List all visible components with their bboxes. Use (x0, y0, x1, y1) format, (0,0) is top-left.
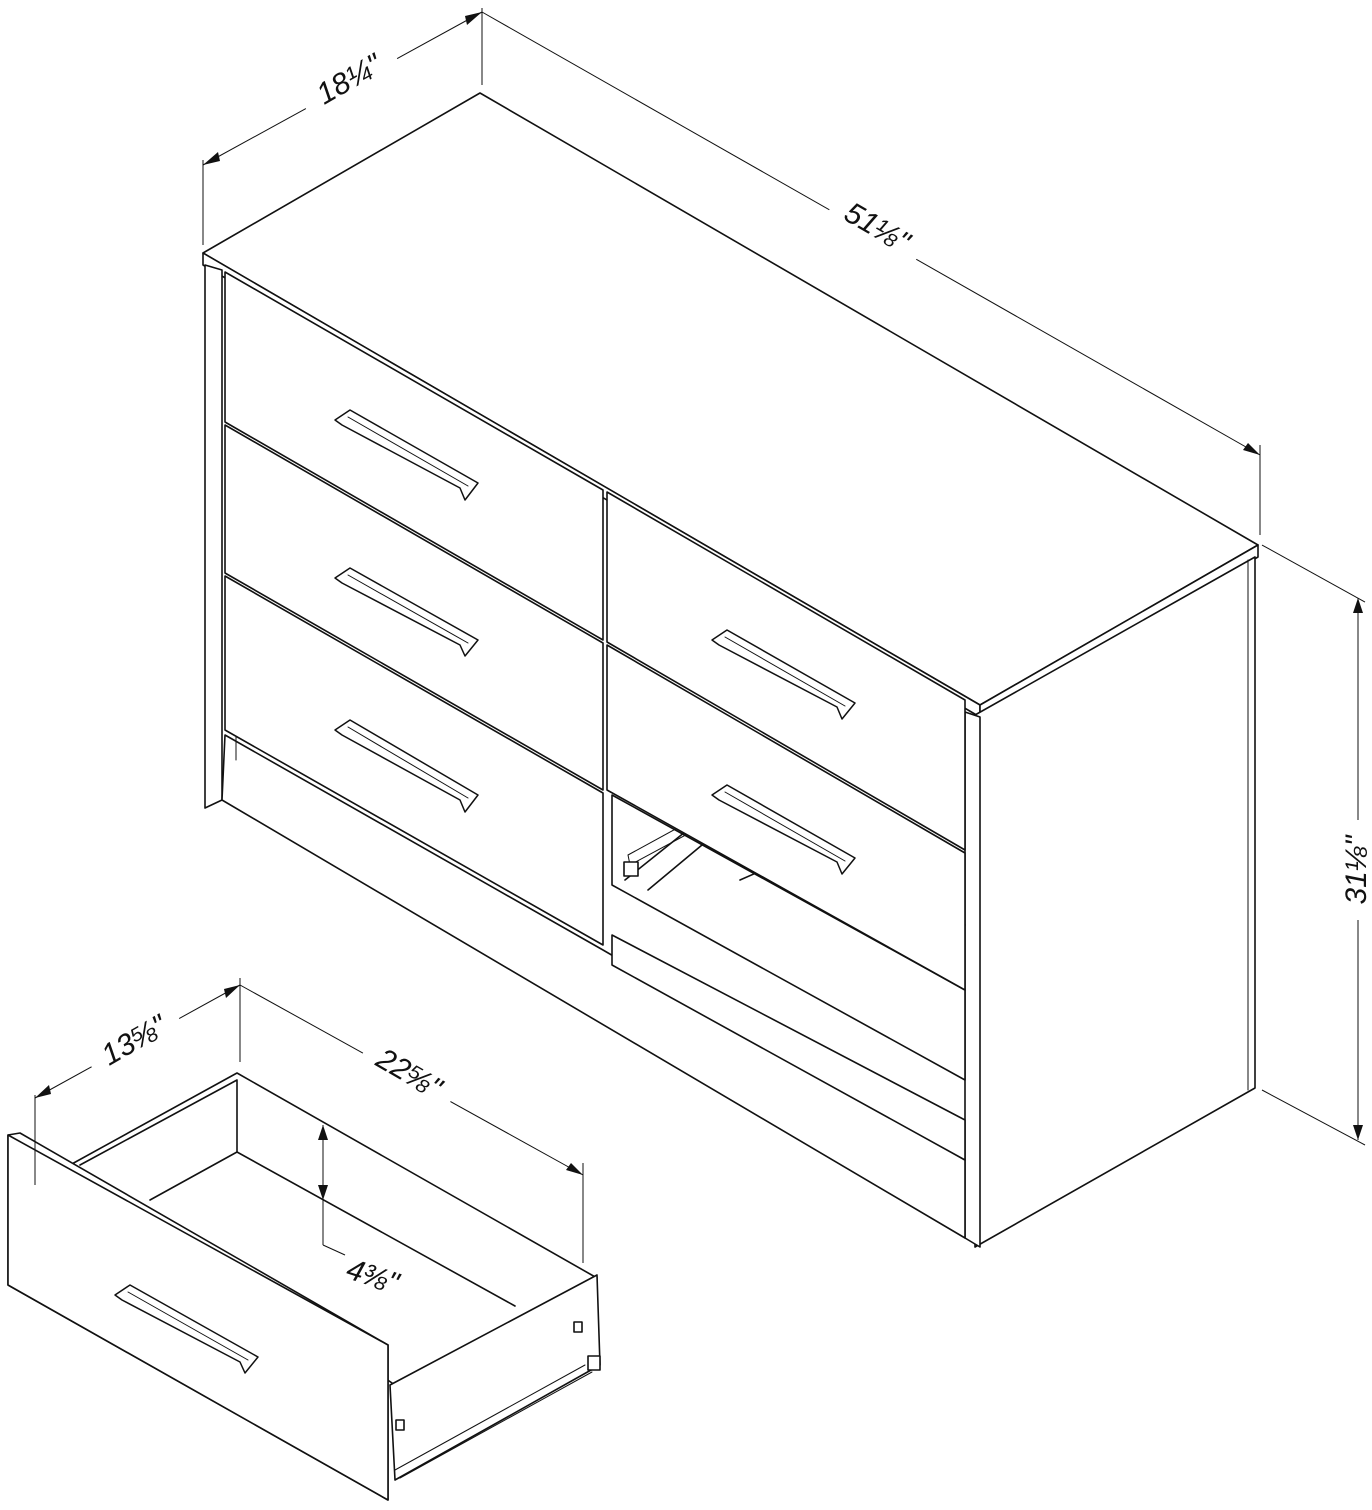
drawer-back-inner (79, 1079, 238, 1201)
drawer-front-handle (114, 1284, 259, 1374)
drawer-front-face (7, 1134, 389, 1501)
drawer-floor-line (236, 1151, 516, 1307)
removed-drawer (7, 1072, 601, 1501)
handle-right-top (711, 629, 856, 720)
height-label: 31⅛" (1340, 834, 1372, 904)
drawer-screw-2 (573, 1321, 583, 1333)
drawer-runner-inner (399, 1371, 593, 1479)
drawer-right-middle (606, 644, 966, 991)
handle-right-middle (711, 784, 856, 875)
handle-left-top (334, 409, 479, 501)
drawer-screw (395, 1419, 405, 1431)
handle-left-bottom (334, 719, 479, 813)
dresser-right-post (964, 711, 981, 1248)
dresser (202, 92, 1259, 1248)
dresser-left-post (204, 264, 223, 809)
drawer-runner (394, 1364, 586, 1471)
dimension-lines (34, 8, 1366, 1263)
handle-left-middle (334, 567, 479, 657)
drawer-runner-stop (587, 1355, 601, 1371)
dresser-bottom-rail (611, 934, 966, 1161)
dresser-base (221, 734, 966, 1239)
slot-rail-bracket (623, 861, 639, 877)
